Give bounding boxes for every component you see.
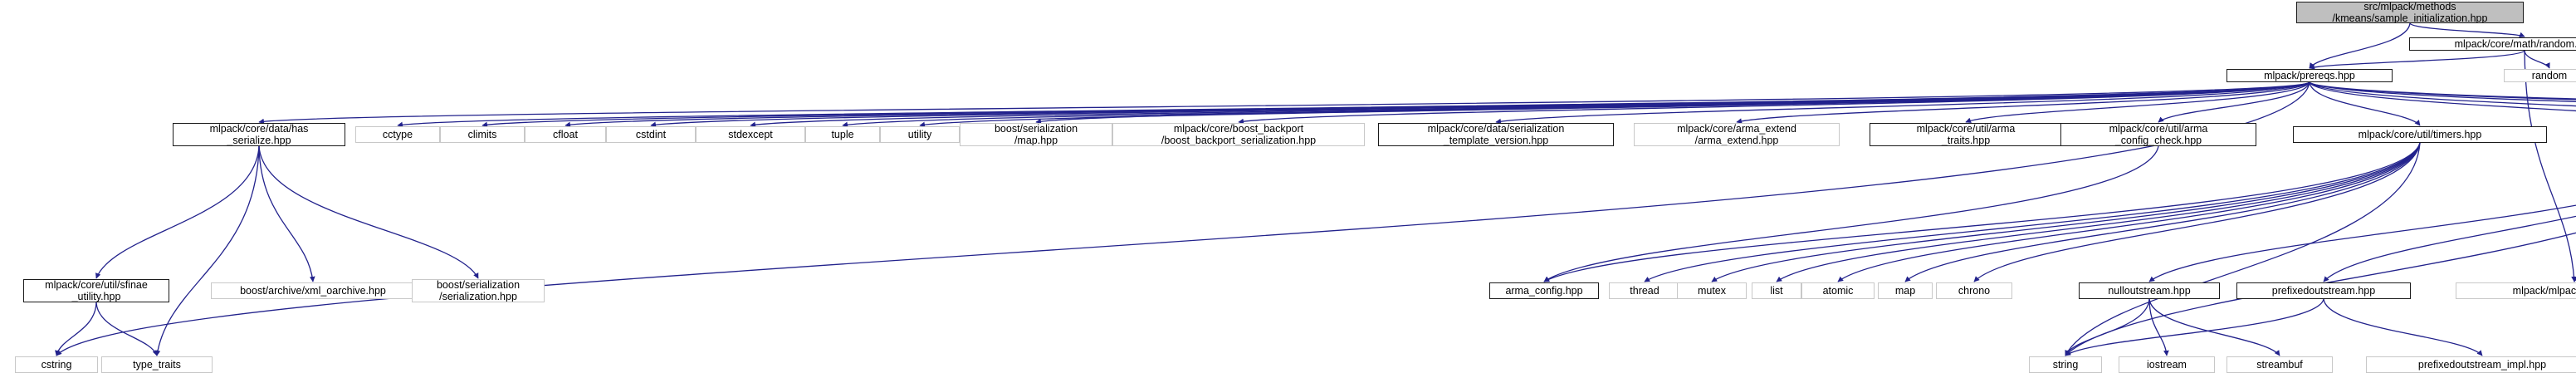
edge-arma_config_check-to-arma_config — [1543, 145, 2159, 282]
edge-prereqs-to-arma_traits — [1965, 81, 2310, 124]
graph-node-arma_config[interactable]: arma_config.hpp — [1489, 282, 1599, 299]
graph-node-thread[interactable]: thread — [1609, 282, 1680, 299]
edge-prereqs-to-cstdio — [2309, 81, 2576, 100]
graph-node-arma_extend[interactable]: mlpack/core/arma_extend /arma_extend.hpp — [1634, 123, 1840, 146]
edge-nulloutstream-to-string — [2065, 298, 2150, 356]
edge-timers-to-thread — [1644, 142, 2421, 282]
edge-nulloutstream-to-streambuf — [2148, 298, 2280, 356]
edge-root-to-prereqs — [2309, 22, 2411, 69]
graph-node-cstring[interactable]: cstring — [15, 356, 98, 373]
graph-node-boost_ser[interactable]: boost/serialization /serialization.hpp — [412, 279, 545, 302]
graph-node-has_serialize[interactable]: mlpack/core/data/has _serialize.hpp — [173, 123, 345, 146]
edge-prereqs-to-arma_config_check — [2158, 81, 2310, 123]
edge-random_hpp-to-prereqs — [2309, 50, 2525, 70]
graph-node-root[interactable]: src/mlpack/methods /kmeans/sample_initia… — [2296, 2, 2524, 23]
graph-node-chrono[interactable]: chrono — [1936, 282, 2012, 299]
edge-prereqs-to-cmath — [2309, 81, 2576, 107]
edge-has_serialize-to-sfinae — [95, 145, 260, 279]
edge-prereqs-to-boost_ser_map — [1035, 81, 2310, 125]
graph-node-cfloat[interactable]: cfloat — [525, 126, 606, 143]
edge-log_hpp-to-nulloutstream — [2148, 204, 2576, 282]
edge-log_hpp-to-string — [2065, 232, 2576, 356]
graph-node-cctype[interactable]: cctype — [355, 126, 440, 143]
graph-node-xml_oarchive[interactable]: boost/archive/xml_oarchive.hpp — [211, 282, 415, 299]
edge-random_hpp-to-mlpack_export — [2524, 50, 2576, 282]
edge-prereqs-to-timers — [2309, 81, 2421, 126]
edge-prereqs-to-has_serialize — [258, 81, 2310, 125]
graph-node-list[interactable]: list — [1752, 282, 1801, 299]
edge-prereqs-to-cctype — [397, 81, 2310, 128]
graph-node-prefixedoutstream[interactable]: prefixedoutstream.hpp — [2236, 282, 2411, 299]
graph-node-ser_template_ver[interactable]: mlpack/core/data/serialization _template… — [1378, 123, 1614, 146]
graph-node-streambuf[interactable]: streambuf — [2227, 356, 2333, 373]
graph-node-map[interactable]: map — [1878, 282, 1933, 299]
graph-node-utility[interactable]: utility — [880, 126, 960, 143]
edge-log_hpp-to-prefixedoutstream — [2323, 215, 2576, 282]
graph-node-arma_config_check[interactable]: mlpack/core/util/arma _config_check.hpp — [2060, 123, 2256, 146]
edge-timers-to-map — [1904, 142, 2421, 282]
graph-node-timers[interactable]: mlpack/core/util/timers.hpp — [2293, 126, 2547, 143]
edge-has_serialize-to-type_traits — [154, 145, 260, 356]
graph-node-prereqs[interactable]: mlpack/prereqs.hpp — [2227, 69, 2393, 82]
graph-node-mutex[interactable]: mutex — [1677, 282, 1747, 299]
edge-has_serialize-to-boost_ser — [258, 145, 479, 279]
edge-has_serialize-to-xml_oarchive — [258, 145, 315, 282]
graph-node-prefixed_impl[interactable]: prefixedoutstream_impl.hpp — [2366, 356, 2576, 373]
graph-node-sfinae[interactable]: mlpack/core/util/sfinae _utility.hpp — [23, 279, 169, 302]
edge-prereqs-to-deprecated — [2309, 81, 2576, 103]
edge-nulloutstream-to-iostream — [2148, 298, 2169, 356]
graph-node-string[interactable]: string — [2029, 356, 2102, 373]
edge-prefixedoutstream-to-string — [2065, 298, 2324, 356]
graph-node-iostream[interactable]: iostream — [2119, 356, 2215, 373]
graph-node-boost_ser_map[interactable]: boost/serialization /map.hpp — [960, 123, 1112, 146]
edge-random_hpp-to-random — [2524, 50, 2550, 69]
edge-prefixedoutstream-to-prefixed_impl — [2323, 298, 2483, 356]
edge-prereqs-to-ser_template_ver — [1495, 81, 2310, 125]
edge-timers-to-string — [2065, 142, 2421, 356]
graph-node-type_traits[interactable]: type_traits — [101, 356, 213, 373]
edge-sfinae-to-cstring — [55, 302, 97, 356]
edge-timers-to-list — [1776, 142, 2421, 282]
graph-node-tuple[interactable]: tuple — [805, 126, 880, 143]
graph-node-random_hpp[interactable]: mlpack/core/math/random.hpp — [2409, 37, 2576, 51]
graph-node-mlpack_export[interactable]: mlpack/mlpack_export.hpp — [2456, 282, 2576, 299]
edge-sfinae-to-type_traits — [95, 302, 159, 356]
graph-node-cstdint[interactable]: cstdint — [606, 126, 696, 143]
graph-node-boost_backport[interactable]: mlpack/core/boost_backport /boost_backpo… — [1112, 123, 1365, 146]
edge-prereqs-to-log_hpp — [2309, 81, 2576, 112]
edge-prereqs-to-tuple — [842, 81, 2310, 128]
graph-node-atomic[interactable]: atomic — [1801, 282, 1875, 299]
graph-node-nulloutstream[interactable]: nulloutstream.hpp — [2079, 282, 2220, 299]
edge-timers-to-mutex — [1711, 142, 2421, 282]
graph-node-random[interactable]: random — [2504, 69, 2576, 82]
edge-prereqs-to-arma_extend — [1736, 81, 2310, 124]
graph-node-stdexcept[interactable]: stdexcept — [696, 126, 805, 143]
graph-node-climits[interactable]: climits — [440, 126, 525, 143]
edge-timers-to-arma_config — [1543, 142, 2421, 282]
edge-timers-to-chrono — [1973, 142, 2421, 282]
edge-timers-to-atomic — [1837, 142, 2421, 282]
edge-prereqs-to-boost_backport — [1238, 81, 2310, 125]
edge-root-to-random_hpp — [2409, 22, 2525, 38]
graph-node-arma_traits[interactable]: mlpack/core/util/arma _traits.hpp — [1870, 123, 2062, 146]
